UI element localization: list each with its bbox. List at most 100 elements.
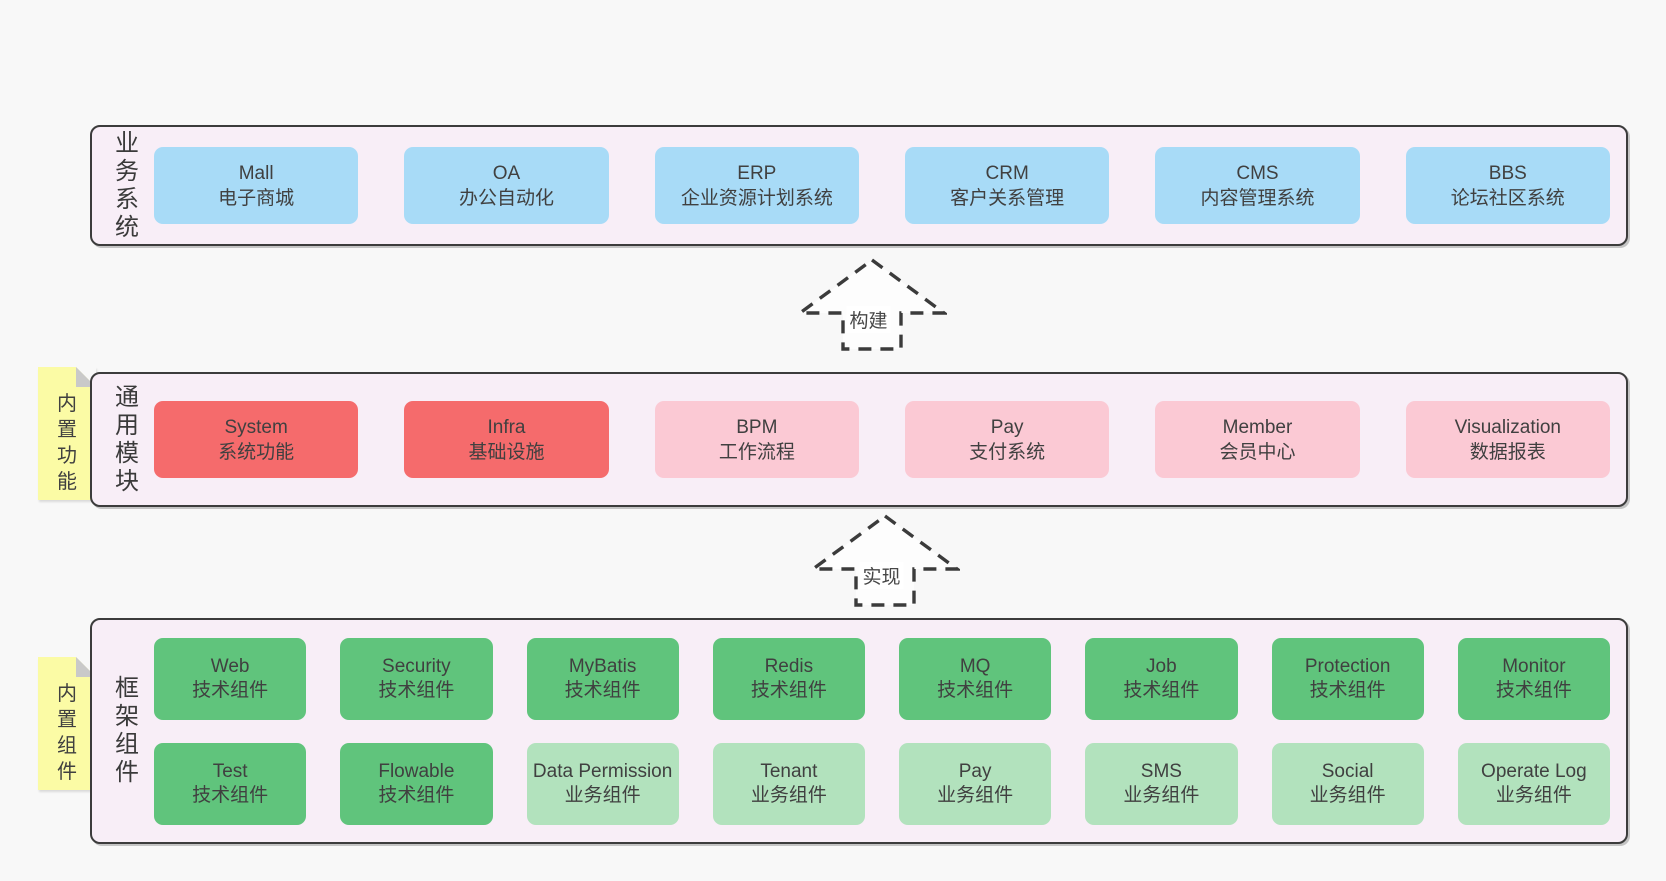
box-bpm: BPM 工作流程 [654, 401, 859, 478]
module-subtitle: 业务组件 [750, 784, 827, 806]
module-subtitle: 论坛社区系统 [1450, 187, 1565, 209]
box-pay: Pay 支付系统 [904, 401, 1110, 478]
module-subtitle: 业务组件 [937, 784, 1014, 806]
module-title: Redis [764, 655, 814, 677]
box-erp: ERP 企业资源计划系统 [654, 147, 859, 224]
box-member: Member 会员中心 [1155, 401, 1360, 478]
module-subtitle: 技术组件 [1495, 679, 1572, 701]
module-subtitle: 业务组件 [1123, 784, 1200, 806]
arrow-label-build: 构建 [846, 306, 891, 333]
module-title: CMS [1236, 162, 1279, 184]
module-row: Mall 电子商城 OA 办公自动化 ERP 企业资源计划系统 CRM 客户关系管理 CMS 内容… [154, 147, 1610, 224]
module-subtitle: 技术组件 [378, 679, 455, 701]
module-title: Job [1146, 655, 1177, 677]
band-boxes-container: Mall 电子商城 OA 办公自动化 ERP 企业资源计划系统 CRM 客户关系管理 CMS 内容… [150, 127, 1626, 244]
module-title: Infra [487, 416, 526, 438]
box-infra: Infra 基础设施 [404, 401, 609, 478]
box-mall: Mall 电子商城 [154, 147, 359, 224]
module-title: Flowable [378, 760, 455, 782]
up-arrow-icon [797, 257, 947, 351]
module-subtitle: 业务组件 [1309, 784, 1386, 806]
module-subtitle: 内容管理系统 [1200, 187, 1315, 209]
module-subtitle: 技术组件 [192, 679, 269, 701]
module-row: System 系统功能 Infra 基础设施 BPM 工作流程 Pay 支付系统 Member 会… [154, 401, 1610, 478]
module-subtitle: 技术组件 [564, 679, 641, 701]
band-label-common-modules: 通用模块 [115, 383, 139, 495]
module-subtitle: 办公自动化 [458, 187, 554, 209]
module-subtitle: 业务组件 [564, 784, 641, 806]
module-title: Mall [238, 162, 274, 184]
module-title: CRM [985, 162, 1029, 184]
module-title: Web [210, 655, 250, 677]
module-title: MQ [959, 655, 991, 677]
sticky-note-label: 内置组件 [57, 683, 77, 783]
module-title: SMS [1140, 760, 1182, 782]
module-title: Visualization [1454, 416, 1561, 438]
arrow-label-implement: 实现 [859, 562, 904, 589]
sticky-note-built-in-features: 内置功能 [38, 367, 96, 500]
module-subtitle: 技术组件 [378, 784, 455, 806]
box-visualization: Visualization 数据报表 [1405, 401, 1610, 478]
module-title: BBS [1488, 162, 1527, 184]
module-title: Social [1321, 760, 1374, 782]
module-subtitle: 客户关系管理 [950, 187, 1065, 209]
module-subtitle: 基础设施 [468, 441, 545, 463]
module-title: ERP [737, 162, 777, 184]
module-subtitle: 技术组件 [937, 679, 1014, 701]
module-subtitle: 技术组件 [1309, 679, 1386, 701]
module-title: BPM [736, 416, 778, 438]
box-crm: CRM 客户关系管理 [904, 147, 1110, 224]
module-subtitle: 数据报表 [1469, 441, 1546, 463]
module-subtitle: 工作流程 [718, 441, 795, 463]
band-label-business-systems: 业务系统 [115, 129, 139, 241]
box-cms: CMS 内容管理系统 [1155, 147, 1360, 224]
module-title: Data Permission [532, 760, 673, 782]
module-subtitle: 企业资源计划系统 [680, 187, 833, 209]
module-subtitle: 技术组件 [1123, 679, 1200, 701]
module-subtitle: 会员中心 [1219, 441, 1296, 463]
module-subtitle: 技术组件 [192, 784, 269, 806]
module-subtitle: 系统功能 [218, 441, 295, 463]
box-bbs: BBS 论坛社区系统 [1405, 147, 1610, 224]
module-title: Monitor [1502, 655, 1566, 677]
arrow-build: 构建 [797, 256, 947, 352]
module-title: MyBatis [568, 655, 637, 677]
module-title: Test [212, 760, 248, 782]
band-label-framework-components: 框架组件 [115, 675, 139, 786]
box-oa: OA 办公自动化 [404, 147, 609, 224]
module-subtitle: 业务组件 [1495, 784, 1572, 806]
module-subtitle: 电子商城 [218, 187, 295, 209]
band-common-modules: 通用模块 System 系统功能 Infra 基础设施 BPM 工作流程 Pay 支付系统 Me… [90, 372, 1628, 507]
module-title: OA [492, 162, 521, 184]
module-title: System [224, 416, 288, 438]
module-title: Security [382, 655, 451, 677]
arrow-implement: 实现 [810, 512, 960, 608]
module-subtitle: 支付系统 [969, 441, 1046, 463]
module-title: Pay [990, 416, 1024, 438]
band-business-systems: 业务系统 Mall 电子商城 OA 办公自动化 ERP 企业资源计划系统 CRM 客户关系管理… [90, 125, 1628, 246]
module-title: Protection [1304, 655, 1391, 677]
sticky-note-built-in-components: 内置组件 [38, 657, 96, 790]
module-title: Member [1222, 416, 1293, 438]
module-title: Tenant [760, 760, 818, 782]
